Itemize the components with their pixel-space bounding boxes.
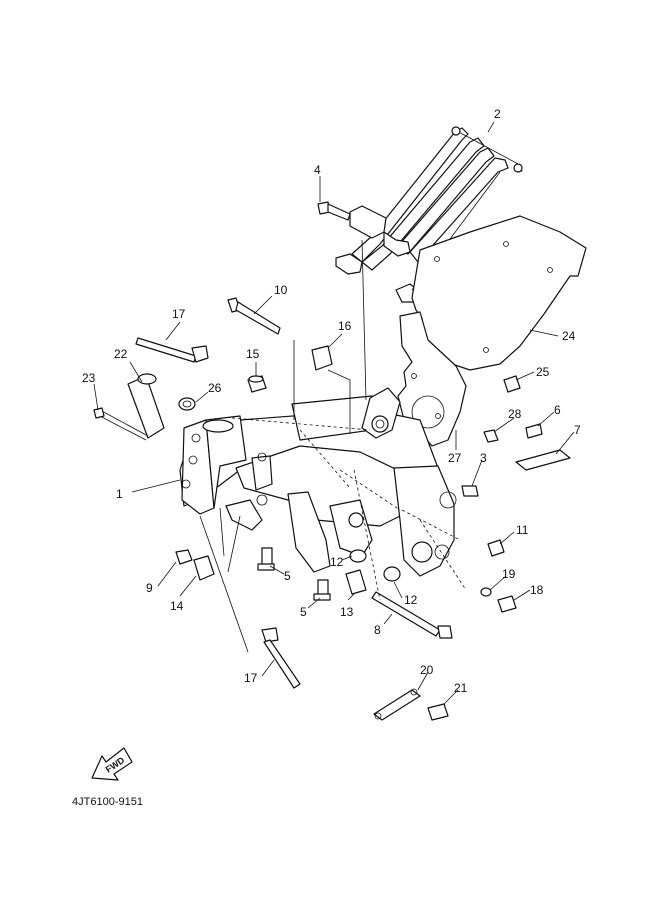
callout-22: 22 bbox=[114, 347, 128, 361]
part-1-main-frame bbox=[179, 387, 457, 577]
part-10-long-bolt bbox=[227, 297, 281, 335]
callout-27: 27 bbox=[448, 451, 462, 465]
callout-20: 20 bbox=[420, 663, 434, 677]
part-13-collar bbox=[345, 569, 367, 595]
callout-17-upper: 17 bbox=[172, 307, 186, 321]
part-7-bracket bbox=[515, 449, 571, 471]
callout-3: 3 bbox=[480, 451, 487, 465]
part-28-grommet bbox=[483, 429, 499, 443]
callout-7: 7 bbox=[574, 423, 581, 437]
part-6-screw bbox=[525, 423, 543, 439]
callout-1: 1 bbox=[116, 487, 123, 501]
part-15-collar bbox=[247, 375, 267, 393]
callout-5-right: 5 bbox=[284, 569, 291, 583]
part-3-bolt bbox=[461, 485, 479, 497]
callout-15: 15 bbox=[246, 347, 260, 361]
callout-28: 28 bbox=[508, 407, 522, 421]
callout-13: 13 bbox=[340, 605, 354, 619]
part-20-link bbox=[373, 688, 421, 721]
part-18-bolt bbox=[497, 595, 517, 613]
part-9-nut bbox=[175, 549, 193, 565]
callout-9: 9 bbox=[146, 581, 153, 595]
part-26-washer bbox=[178, 397, 196, 411]
leader-lines bbox=[93, 121, 575, 705]
part-23-band bbox=[93, 407, 149, 441]
part-5-bolt-a bbox=[257, 547, 275, 571]
part-19-washer bbox=[480, 587, 492, 597]
callout-18: 18 bbox=[530, 583, 544, 597]
callout-16: 16 bbox=[338, 319, 352, 333]
callout-17-lower: 17 bbox=[244, 671, 258, 685]
part-5-bolt-b bbox=[313, 579, 331, 601]
callout-24: 24 bbox=[562, 329, 576, 343]
callout-6: 6 bbox=[554, 403, 561, 417]
part-2-upper-tubes bbox=[335, 126, 523, 303]
part-12-bushing-b bbox=[383, 566, 401, 582]
part-17-cable-tie-lower bbox=[261, 627, 301, 689]
callout-10: 10 bbox=[274, 283, 288, 297]
callout-8: 8 bbox=[374, 623, 381, 637]
part-21-bolt bbox=[427, 703, 449, 721]
callout-2: 2 bbox=[494, 107, 501, 121]
callout-25: 25 bbox=[536, 365, 550, 379]
callout-11: 11 bbox=[516, 523, 529, 537]
callout-19: 19 bbox=[502, 567, 516, 581]
part-16-clamp bbox=[311, 345, 333, 371]
callout-4: 4 bbox=[314, 163, 321, 177]
callout-14: 14 bbox=[170, 599, 184, 613]
part-17-cable-tie-upper bbox=[135, 337, 209, 363]
part-4-bolt bbox=[317, 201, 351, 221]
part-8-long-bolt bbox=[371, 591, 453, 639]
callout-21: 21 bbox=[454, 681, 468, 695]
part-25-grommet bbox=[503, 375, 521, 393]
drawing-code: 4JT6100-9151 bbox=[72, 796, 143, 808]
reference-lines bbox=[231, 417, 467, 601]
callout-26: 26 bbox=[208, 381, 222, 395]
callout-labels: 1 2 3 4 5 5 6 7 8 9 10 11 12 12 13 14 15… bbox=[82, 107, 581, 695]
forward-arrow: FWD bbox=[91, 747, 133, 781]
callout-12-right: 12 bbox=[404, 593, 418, 607]
part-14-collar bbox=[193, 555, 215, 581]
callout-5-lower: 5 bbox=[300, 605, 307, 619]
part-12-bushing-a bbox=[349, 549, 367, 563]
callout-12-left: 12 bbox=[330, 555, 344, 569]
callout-23: 23 bbox=[82, 371, 96, 385]
